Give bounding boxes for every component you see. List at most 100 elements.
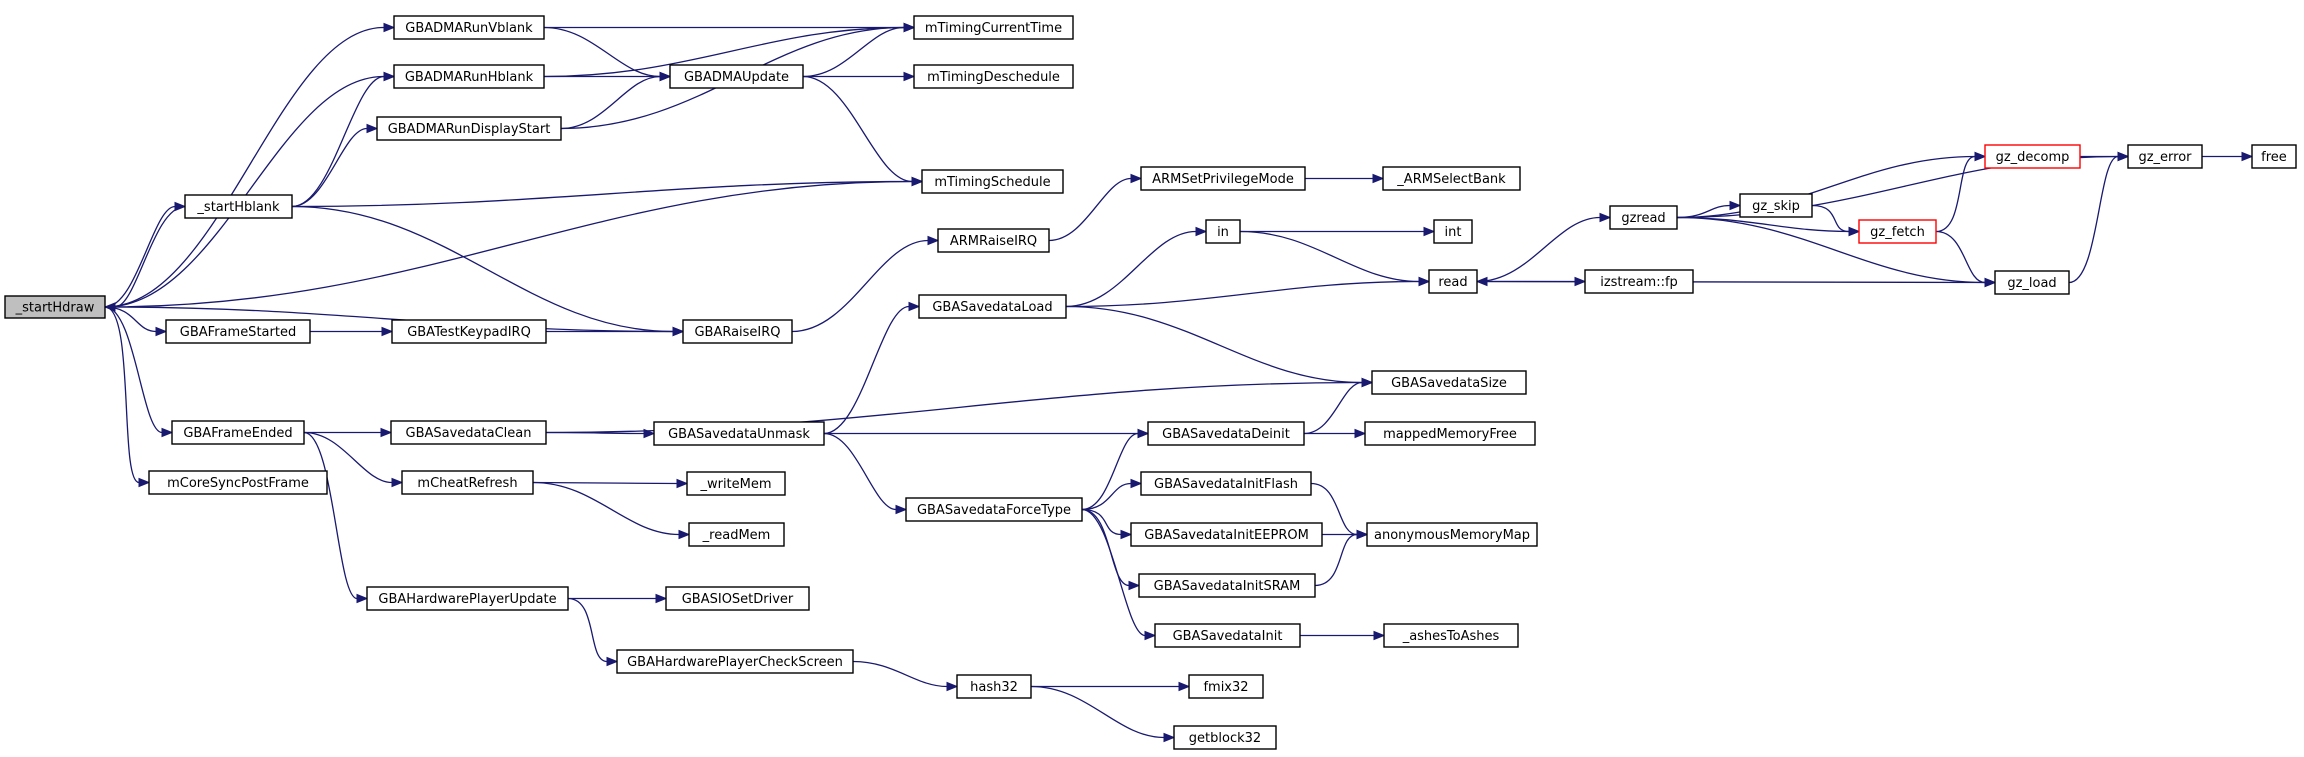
call-edge-ARMSetPrivilegeMode-to-ARMSelectBank <box>1305 173 1385 184</box>
function-node-GBASavedataClean[interactable]: GBASavedataClean <box>390 420 547 445</box>
node-label: GBASavedataClean <box>406 426 532 441</box>
node-label: gz_decomp <box>1996 150 2070 165</box>
function-node-mCheatRefresh[interactable]: mCheatRefresh <box>401 470 534 495</box>
call-edge-startHblank-to-GBADMARunHblank <box>291 71 396 208</box>
function-node-fmix32[interactable]: fmix32 <box>1188 674 1264 699</box>
node-box <box>669 64 804 89</box>
function-node-mTimingCurrentTime[interactable]: mTimingCurrentTime <box>913 15 1074 40</box>
arrowhead-icon <box>1974 151 1987 162</box>
function-node-GBASavedataInitEEPROM[interactable]: GBASavedataInitEEPROM <box>1130 522 1323 547</box>
function-node-GBATestKeypadIRQ[interactable]: GBATestKeypadIRQ <box>391 319 547 344</box>
function-node-GBAFrameStarted[interactable]: GBAFrameStarted <box>165 319 311 344</box>
arrowhead-icon <box>380 427 393 438</box>
node-label: read <box>1438 275 1467 290</box>
function-node-ashesToAshes[interactable]: _ashesToAshes <box>1383 623 1519 648</box>
function-node-GBADMARunVblank[interactable]: GBADMARunVblank <box>393 15 545 40</box>
function-node-izstream_fp[interactable]: izstream::fp <box>1584 269 1694 294</box>
function-node-startHblank[interactable]: _startHblank <box>184 194 293 219</box>
function-node-GBADMARunHblank[interactable]: GBADMARunHblank <box>393 64 545 89</box>
function-node-GBASavedataDeinit[interactable]: GBASavedataDeinit <box>1147 421 1305 446</box>
node-box <box>1984 144 2081 169</box>
call-edge-GBAHardwarePlayerUpdate-to-GBASIOSetDriver <box>568 593 668 604</box>
node-box <box>401 470 534 495</box>
function-node-GBAHardwarePlayerUpdate[interactable]: GBAHardwarePlayerUpdate <box>366 586 569 611</box>
function-node-startHdraw[interactable]: _startHdraw <box>4 295 106 319</box>
function-node-ARMRaiseIRQ[interactable]: ARMRaiseIRQ <box>937 228 1050 253</box>
function-node-free[interactable]: free <box>2251 144 2297 169</box>
function-node-mappedMemoryFree[interactable]: mappedMemoryFree <box>1364 421 1536 446</box>
function-node-gz_error[interactable]: gz_error <box>2127 144 2203 169</box>
function-node-GBAHardwarePlayerCheckScreen[interactable]: GBAHardwarePlayerCheckScreen <box>616 649 854 674</box>
function-node-gz_skip[interactable]: gz_skip <box>1739 193 1813 218</box>
node-box <box>165 319 311 344</box>
function-node-gzread[interactable]: gzread <box>1609 205 1678 230</box>
node-label: getblock32 <box>1189 731 1261 746</box>
node-label: int <box>1445 225 1462 240</box>
function-node-ARMSelectBank[interactable]: _ARMSelectBank <box>1382 166 1521 191</box>
function-node-GBASavedataForceType[interactable]: GBASavedataForceType <box>905 497 1083 522</box>
function-node-gz_decomp[interactable]: gz_decomp <box>1984 144 2081 169</box>
function-node-mTimingDeschedule[interactable]: mTimingDeschedule <box>913 64 1074 89</box>
node-box <box>688 522 785 547</box>
function-node-writeMem[interactable]: _writeMem <box>686 471 786 496</box>
node-label: GBASIOSetDriver <box>682 592 794 607</box>
call-edge-startHdraw-to-GBADMARunHblank <box>104 71 396 308</box>
function-node-int[interactable]: int <box>1433 219 1473 244</box>
function-node-ARMSetPrivilegeMode[interactable]: ARMSetPrivilegeMode <box>1140 166 1306 191</box>
function-node-GBASavedataInitFlash[interactable]: GBASavedataInitFlash <box>1140 471 1312 496</box>
function-node-GBASavedataInitSRAM[interactable]: GBASavedataInitSRAM <box>1138 573 1316 598</box>
function-node-getblock32[interactable]: getblock32 <box>1173 725 1277 750</box>
node-box <box>1428 269 1478 294</box>
node-box <box>1140 166 1306 191</box>
function-node-mTimingSchedule[interactable]: mTimingSchedule <box>921 169 1064 194</box>
function-node-GBASavedataSize[interactable]: GBASavedataSize <box>1371 370 1527 395</box>
node-box <box>376 116 562 141</box>
call-edge-GBADMAUpdate-to-mTimingCurrentTime <box>802 22 916 78</box>
call-edge-GBAFrameEnded-to-GBASavedataClean <box>303 427 393 438</box>
function-node-gz_load[interactable]: gz_load <box>1994 270 2070 295</box>
call-edge-GBASavedataForceType-to-GBASavedataDeinit <box>1081 428 1150 511</box>
arrowhead-icon <box>908 301 921 312</box>
node-label: GBAHardwarePlayerCheckScreen <box>627 655 843 670</box>
function-node-readMem[interactable]: _readMem <box>688 522 785 547</box>
arrowhead-icon <box>903 22 916 33</box>
node-label: _readMem <box>702 528 771 543</box>
node-label: gzread <box>1621 211 1665 226</box>
node-box <box>913 64 1074 89</box>
node-box <box>682 319 793 344</box>
function-node-GBASIOSetDriver[interactable]: GBASIOSetDriver <box>665 586 810 611</box>
function-node-GBASavedataLoad[interactable]: GBASavedataLoad <box>918 294 1067 319</box>
node-label: GBASavedataInitFlash <box>1154 477 1298 492</box>
function-node-GBASavedataUnmask[interactable]: GBASavedataUnmask <box>653 421 825 446</box>
arrowhead-icon <box>1848 226 1861 237</box>
node-box <box>1383 623 1519 648</box>
call-edge-GBASavedataDeinit-to-GBASavedataSize <box>1303 377 1374 435</box>
function-node-in[interactable]: in <box>1205 219 1241 244</box>
node-box <box>1366 522 1538 547</box>
function-node-gz_fetch[interactable]: gz_fetch <box>1858 219 1937 244</box>
node-label: GBASavedataInitSRAM <box>1154 579 1301 594</box>
node-box <box>148 470 328 495</box>
function-node-mCoreSyncPostFrame[interactable]: mCoreSyncPostFrame <box>148 470 328 495</box>
node-label: GBADMAUpdate <box>684 70 789 85</box>
call-edge-startHblank-to-startHdraw <box>103 205 186 312</box>
arrowhead-icon <box>903 71 916 82</box>
function-node-GBASavedataInit[interactable]: GBASavedataInit <box>1154 623 1301 648</box>
function-node-GBARaiseIRQ[interactable]: GBARaiseIRQ <box>682 319 793 344</box>
node-label: _startHblank <box>196 200 280 215</box>
arrowhead-icon <box>1356 529 1369 540</box>
function-node-read[interactable]: read <box>1428 269 1478 294</box>
arrowhead-icon <box>1423 226 1436 237</box>
call-edge-GBASavedataLoad-to-GBASavedataSize <box>1065 305 1374 388</box>
function-node-GBADMARunDisplayStart[interactable]: GBADMARunDisplayStart <box>376 116 562 141</box>
function-node-GBADMAUpdate[interactable]: GBADMAUpdate <box>669 64 804 89</box>
function-node-GBAFrameEnded[interactable]: GBAFrameEnded <box>171 420 305 445</box>
node-label: _writeMem <box>699 477 771 492</box>
function-node-anonymousMemoryMap[interactable]: anonymousMemoryMap <box>1366 522 1538 547</box>
function-node-hash32[interactable]: hash32 <box>956 674 1032 699</box>
arrowhead-icon <box>1120 529 1133 540</box>
call-edge-startHblank-to-GBADMARunDisplayStart <box>291 123 379 208</box>
node-label: GBAHardwarePlayerUpdate <box>378 592 556 607</box>
call-edge-startHblank-to-mTimingSchedule <box>291 176 924 208</box>
node-label: hash32 <box>970 680 1018 695</box>
